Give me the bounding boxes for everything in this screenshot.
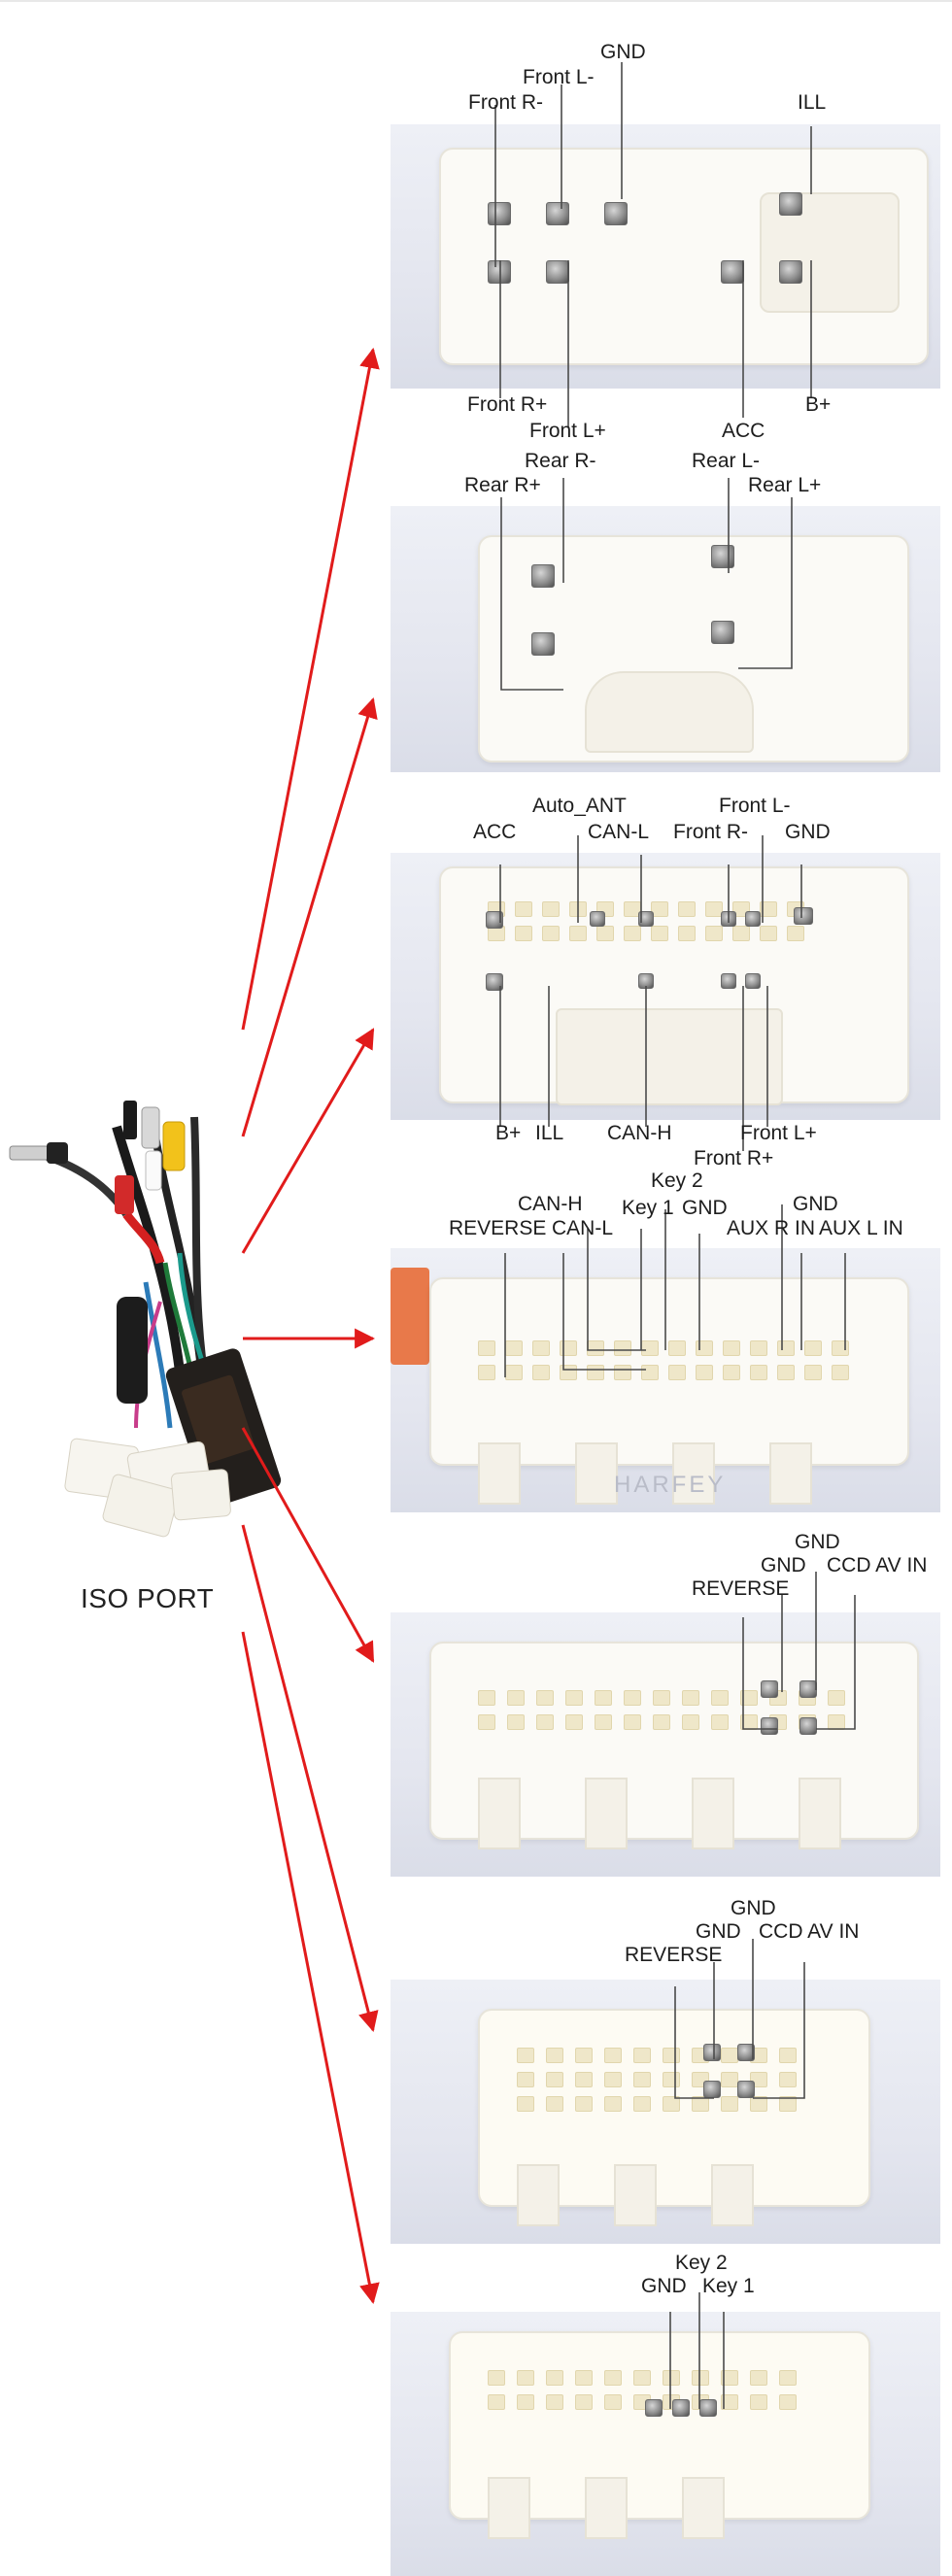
arrow-to-connector-5 bbox=[241, 1427, 375, 1663]
pin-label: AUX L IN bbox=[819, 1217, 903, 1239]
pin-label: Key 1 bbox=[622, 1197, 674, 1219]
pin-label: GND bbox=[761, 1554, 806, 1576]
inline-modules bbox=[117, 1297, 282, 1508]
pin-label: Front R+ bbox=[694, 1147, 774, 1169]
pin-label: GND bbox=[793, 1193, 838, 1215]
pin-label: GND bbox=[696, 1920, 741, 1943]
harness-connectors bbox=[64, 1438, 231, 1538]
pin-label: GND bbox=[682, 1197, 728, 1219]
connector-7-photo bbox=[391, 2312, 940, 2576]
pin-label: CAN-L bbox=[588, 821, 650, 843]
pin-label: GND bbox=[641, 2275, 687, 2297]
arrow-to-connector-1 bbox=[241, 347, 380, 1031]
pin-label: B+ bbox=[495, 1122, 522, 1144]
pin-label: CAN-L bbox=[552, 1217, 614, 1239]
pin-label: Rear L+ bbox=[748, 474, 822, 496]
pin-label: Front R- bbox=[673, 821, 749, 843]
pin-label: ACC bbox=[473, 821, 517, 843]
pointer-arrows bbox=[241, 347, 380, 2305]
pin-label: Key 2 bbox=[675, 2252, 728, 2274]
pin-label: Auto_ANT bbox=[532, 795, 627, 817]
pin-label: CAN-H bbox=[607, 1122, 672, 1144]
pin-label: GND bbox=[600, 41, 646, 63]
connector-5-photo bbox=[391, 1612, 940, 1877]
pin-label: Rear R- bbox=[525, 450, 596, 472]
pin-label: ILL bbox=[798, 91, 827, 114]
pin-label: REVERSE bbox=[692, 1577, 790, 1600]
arrow-to-connector-3 bbox=[241, 1028, 375, 1254]
pin-label: REVERSE bbox=[625, 1944, 723, 1966]
connector-1-photo bbox=[391, 124, 940, 389]
wire-tag-decoration bbox=[391, 1268, 429, 1365]
pin-label: Front L- bbox=[719, 795, 791, 817]
pin-label: GND bbox=[795, 1531, 840, 1553]
iso-port-label: ISO PORT bbox=[81, 1583, 215, 1613]
pin-label: CAN-H bbox=[518, 1193, 583, 1215]
pin-label: CCD AV IN bbox=[759, 1920, 860, 1943]
pin-label: Key 1 bbox=[702, 2275, 755, 2297]
pin-label: Key 2 bbox=[651, 1169, 703, 1192]
arrow-to-connector-6 bbox=[241, 1524, 379, 2033]
pin-label: GND bbox=[731, 1897, 776, 1919]
pin-label: AUX R IN bbox=[727, 1217, 816, 1239]
rca-plugs bbox=[9, 1101, 186, 1214]
pin-label: Front L+ bbox=[740, 1122, 817, 1144]
brand-watermark: HARFEY bbox=[614, 1472, 727, 1498]
pin-label: ACC bbox=[722, 420, 765, 442]
pin-label: REVERSE bbox=[449, 1217, 547, 1239]
top-divider bbox=[0, 0, 952, 2]
connector-3-photo bbox=[391, 853, 940, 1120]
pin-label: Front L- bbox=[523, 66, 595, 88]
pin-label: ILL bbox=[535, 1122, 564, 1144]
pin-label: Front R+ bbox=[467, 393, 548, 416]
pin-label: Front R- bbox=[468, 91, 544, 114]
connector-4-photo: HARFEY bbox=[391, 1248, 940, 1512]
arrow-to-connector-2 bbox=[241, 696, 378, 1137]
pin-label: CCD AV IN bbox=[827, 1554, 928, 1576]
pin-label: Rear L- bbox=[692, 450, 761, 472]
connector-6-photo bbox=[391, 1980, 940, 2244]
pin-label: Rear R+ bbox=[464, 474, 541, 496]
pin-label: B+ bbox=[805, 393, 832, 416]
connector-2-photo bbox=[391, 506, 940, 772]
arrow-to-connector-7 bbox=[241, 1631, 380, 2305]
pin-label: Front L+ bbox=[529, 420, 606, 442]
pin-label: GND bbox=[785, 821, 831, 843]
